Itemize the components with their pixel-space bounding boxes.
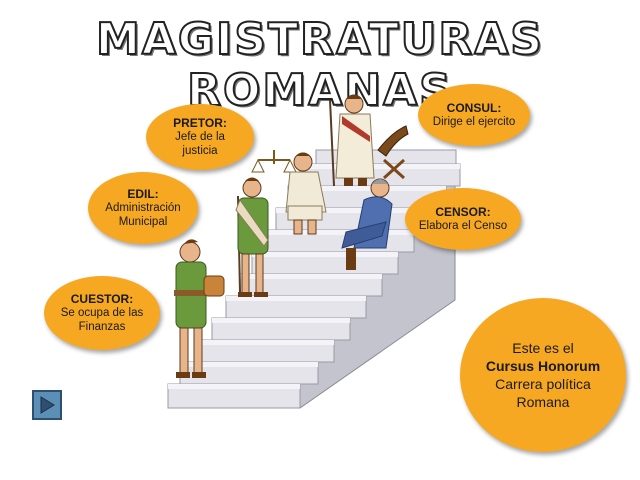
edil-heading: EDIL:	[127, 187, 159, 201]
pretor-figure	[251, 150, 327, 235]
edil-bubble: EDIL: Administración Municipal	[88, 172, 198, 244]
cursus-line2: Cursus Honorum	[485, 358, 601, 374]
cuestor-figure	[174, 239, 225, 378]
cuestor-line2: Finanzas	[78, 321, 126, 333]
consul-line1: Dirige el ejercito	[432, 116, 516, 128]
pretor-bubble: PRETOR: Jefe de la justicia	[146, 104, 254, 170]
cursus-line4: Romana	[516, 394, 570, 410]
edil-figure	[235, 177, 269, 297]
pretor-line2: justicia	[182, 145, 218, 157]
cursus-line3: Carrera política	[495, 376, 591, 392]
pretor-line1: Jefe de la	[175, 131, 225, 143]
next-slide-button[interactable]	[32, 390, 62, 420]
consul-heading: CONSUL:	[446, 101, 502, 115]
stair-steps	[167, 149, 461, 409]
censor-bubble: CENSOR: Elabora el Censo	[405, 188, 521, 250]
cuestor-bubble: CUESTOR: Se ocupa de las Finanzas	[44, 276, 160, 350]
cuestor-line1: Se ocupa de las	[60, 307, 144, 319]
cursus-honorum-bubble: Este es el Cursus Honorum Carrera políti…	[460, 298, 626, 452]
play-triangle-icon	[40, 396, 55, 414]
edil-line2: Municipal	[118, 216, 168, 228]
edil-line1: Administración	[105, 202, 181, 214]
censor-heading: CENSOR:	[435, 205, 491, 219]
cuestor-heading: CUESTOR:	[70, 292, 134, 306]
page-title: MAGISTRATURAS ROMANAS	[95, 13, 544, 117]
consul-figure	[329, 94, 409, 187]
pretor-heading: PRETOR:	[173, 116, 227, 130]
censor-line1: Elabora el Censo	[418, 220, 508, 232]
censor-figure	[341, 178, 393, 270]
consul-bubble: CONSUL: Dirige el ejercito	[418, 84, 530, 146]
cursus-line1: Este es el	[512, 340, 574, 356]
